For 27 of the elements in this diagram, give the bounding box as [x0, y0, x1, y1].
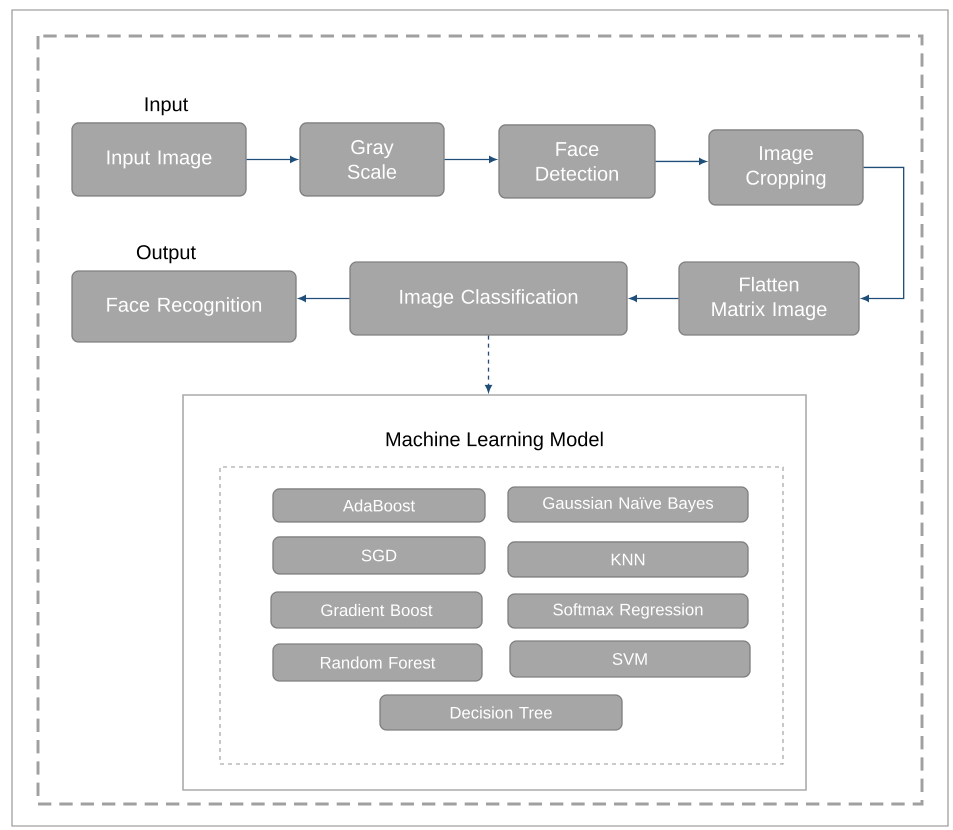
- process-box: Softmax Regression: [507, 593, 749, 629]
- arrow: [444, 156, 497, 163]
- process-box: KNN: [507, 541, 749, 578]
- process-box: Face Recognition: [71, 270, 297, 343]
- process-box: Decision Tree: [379, 694, 623, 731]
- process-box: Random Forest: [272, 643, 483, 682]
- process-box: Image Cropping: [708, 129, 864, 206]
- arrow: [246, 156, 298, 163]
- arrow: [861, 166, 904, 302]
- process-box: Face Detection: [498, 124, 656, 199]
- arrow: [298, 295, 350, 302]
- process-box: Gaussian Naïve Bayes: [507, 486, 749, 523]
- process-box: SGD: [272, 536, 486, 575]
- process-box: Gradient Boost: [270, 591, 483, 629]
- heading-text: Output: [136, 245, 196, 264]
- process-box: Input Image: [71, 122, 247, 197]
- dashed-box: [219, 466, 784, 764]
- process-box: AdaBoost: [272, 488, 486, 523]
- process-box: SVM: [509, 640, 751, 678]
- process-box: Image Classification: [349, 261, 628, 336]
- process-box: Gray Scale: [299, 122, 445, 197]
- arrow: [656, 158, 707, 165]
- box-title: Machine Learning Model: [386, 432, 603, 450]
- dashed-arrow: [485, 336, 492, 392]
- process-box: Flatten Matrix Image: [678, 261, 860, 336]
- arrow: [629, 295, 678, 302]
- heading-text: Input: [146, 97, 188, 116]
